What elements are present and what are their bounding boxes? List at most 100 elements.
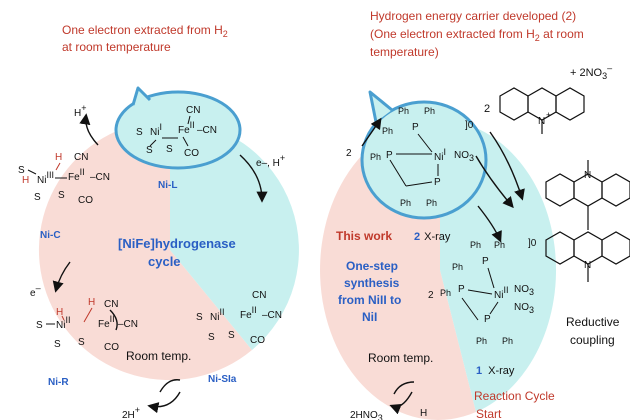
svg-text:NO3: NO3 — [514, 302, 534, 315]
svg-text:–CN: –CN — [197, 125, 217, 136]
svg-text:P: P — [434, 177, 441, 188]
svg-text:CN: CN — [104, 299, 118, 310]
svg-text:S: S — [208, 332, 215, 343]
svg-text:Ph: Ph — [426, 198, 437, 208]
svg-text:H: H — [88, 297, 95, 308]
svg-text:P: P — [386, 150, 393, 161]
one-step-line4: NiI — [362, 310, 377, 324]
bottom-h: H — [420, 408, 427, 419]
svg-text:NiII: NiII — [210, 307, 224, 323]
this-work-label: This work — [336, 229, 392, 243]
svg-text:Ph: Ph — [382, 126, 393, 136]
svg-text:–CN: –CN — [118, 319, 138, 330]
plus-no3: + 2NO3– — [570, 63, 612, 81]
svg-text:CO: CO — [184, 148, 199, 159]
one-step-line2: synthesis — [344, 276, 400, 290]
ni-l-structure: CN S NiI FeII –CN S S CO — [136, 105, 217, 159]
svg-text:CO: CO — [250, 335, 265, 346]
complex-2-bubble — [360, 90, 488, 220]
svg-text:S: S — [146, 145, 153, 156]
cycle-pink-sector — [38, 119, 253, 380]
svg-text:Ph: Ph — [470, 240, 481, 250]
svg-text:S: S — [18, 165, 25, 176]
svg-text:Ph: Ph — [400, 198, 411, 208]
cycle-title-line2: cycle — [148, 254, 181, 269]
svg-text:S: S — [228, 330, 235, 341]
svg-text:S: S — [196, 312, 203, 323]
one-step-line1: One-step — [346, 259, 398, 273]
svg-text:S: S — [78, 337, 85, 348]
left-eminus: e– — [30, 283, 41, 299]
svg-text:S: S — [34, 192, 41, 203]
svg-text:S: S — [58, 190, 65, 201]
svg-text:S: S — [54, 339, 61, 350]
svg-text:P: P — [484, 314, 491, 325]
cycle-title-line1: [NiFe]hydrogenase — [118, 236, 236, 251]
state-ni-c: Ni-C — [40, 230, 61, 241]
left-title-line1: One electron extracted from H2 — [62, 23, 228, 39]
svg-text:FeII: FeII — [178, 120, 195, 136]
right-arrows — [361, 117, 525, 415]
ni-l-bubble — [114, 86, 242, 170]
left-panel: One electron extracted from H2 at room t… — [18, 23, 299, 420]
svg-text:Ph: Ph — [440, 288, 451, 298]
left-arrows — [52, 113, 268, 414]
svg-text:Ph: Ph — [476, 336, 487, 346]
svg-text:FeII: FeII — [98, 314, 115, 330]
complex-1-structure: Ph Ph Ph P P Ph NiII NO3 NO3 P Ph Ph ]0 — [440, 238, 537, 346]
ni-r-structure: H CN H S NiII FeII –CN S S CO — [36, 297, 138, 353]
svg-text:NiI: NiI — [434, 147, 446, 163]
svg-text:–CN: –CN — [90, 172, 110, 183]
one-step-line3: from NiII to — [338, 293, 401, 307]
svg-text:CO: CO — [78, 195, 93, 206]
right-room-temp: Room temp. — [368, 351, 433, 365]
svg-text:S: S — [166, 144, 173, 155]
cycle-cyan-sector — [170, 120, 299, 350]
complex-2-structure: Ph Ph Ph P P Ph NiI NO3 P Ph Ph ]0 — [370, 106, 474, 208]
svg-text:S: S — [136, 127, 143, 138]
svg-text:–CN: –CN — [262, 310, 282, 321]
reaction-cycle-line1: Reaction Cycle — [474, 389, 555, 403]
svg-text:NO3: NO3 — [514, 284, 534, 297]
left-e-h: e–, H+ — [256, 153, 285, 169]
dimer-n-top: N — [584, 170, 591, 181]
svg-text:NiII: NiII — [56, 315, 70, 331]
svg-text:NO3: NO3 — [454, 150, 474, 163]
svg-text:H: H — [56, 307, 63, 318]
acridinium-structure — [499, 87, 585, 134]
left-2hplus: 2H+ — [122, 405, 140, 420]
svg-text:Ph: Ph — [424, 106, 435, 116]
reductive-line2: coupling — [570, 333, 615, 347]
reaction-cycle-line2: Start — [476, 407, 502, 420]
ni-c-structure: H CN H S NiIII FeII –CN S S CO — [18, 152, 110, 206]
svg-text:CN: CN — [186, 105, 200, 116]
svg-text:Ph: Ph — [370, 152, 381, 162]
label-2-top: 2 — [346, 148, 352, 159]
ni-sia-structure: CN S NiII FeII –CN S S CO — [196, 290, 282, 346]
svg-text:NiII: NiII — [494, 285, 508, 301]
svg-text:CN: CN — [74, 152, 88, 163]
state-ni-l: Ni-L — [158, 180, 177, 191]
svg-text:CN: CN — [252, 290, 266, 301]
label-2-mid: 2 — [428, 290, 434, 301]
svg-text:]0: ]0 — [465, 120, 474, 131]
svg-text:S: S — [36, 320, 43, 331]
left-room-temp: Room temp. — [126, 349, 191, 363]
svg-text:CO: CO — [104, 342, 119, 353]
reductive-line1: Reductive — [566, 315, 620, 329]
state-ni-sia: Ni-SIa — [208, 374, 237, 385]
acridinium-n: N — [538, 116, 545, 127]
bottom-hno3: 2HNO3 — [350, 410, 383, 420]
svg-text:NiIII: NiIII — [37, 170, 54, 186]
svg-text:Ph: Ph — [398, 106, 409, 116]
svg-text:FeII: FeII — [68, 167, 85, 183]
svg-text:Ph: Ph — [452, 262, 463, 272]
dimer-n-bottom: N — [584, 260, 591, 271]
svg-text:Ph: Ph — [502, 336, 513, 346]
right-panel: Hydrogen energy carrier developed (2) (O… — [320, 9, 630, 420]
svg-text:P: P — [458, 284, 465, 295]
right-title-line1: Hydrogen energy carrier developed (2) — [370, 9, 576, 23]
right-title-line3: temperature) — [370, 45, 439, 59]
